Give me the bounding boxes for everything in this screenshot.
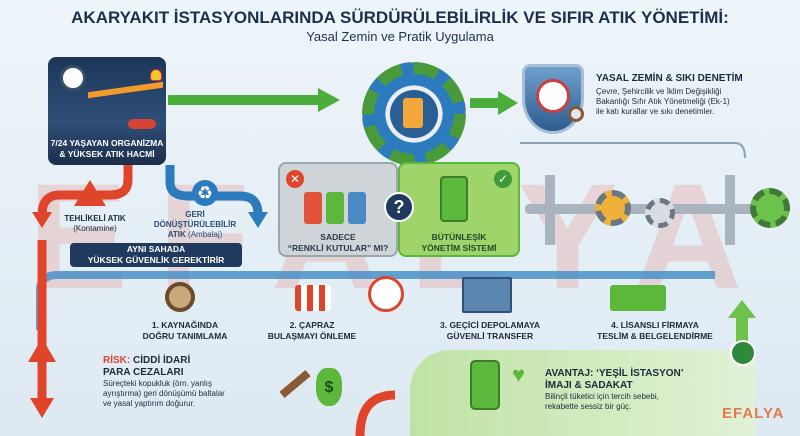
system-caption: YÖNETİM SİSTEMİ [421, 243, 497, 253]
storage-container-icon [462, 277, 512, 313]
recycle-icon: ♻ [192, 180, 218, 206]
gear-icon [645, 198, 675, 228]
risk-title: PARA CEZALARI [103, 367, 184, 378]
step-label: DOĞRU TANIMLAMA [142, 331, 228, 341]
biohazard-icon [74, 180, 106, 206]
clock-icon [60, 65, 86, 91]
shield-icon [522, 64, 584, 134]
magnifier-icon [568, 106, 584, 122]
green-pump-heart-icon [470, 360, 500, 410]
gear-icon [595, 190, 631, 226]
integrated-system-card: ✓ BÜTÜNLEŞİK YÖNETİM SİSTEMİ [398, 162, 520, 257]
red-bin-icon [304, 192, 322, 224]
leaf-gear-icon [750, 188, 790, 228]
hazard-path [37, 165, 133, 216]
advantage-body: Bilinçli tüketici için tercih sebebi, [545, 392, 659, 401]
truck-icon [610, 285, 666, 311]
pipes-gears-illustration [525, 170, 790, 255]
legal-text: YASAL ZEMİN & SIKI DENETİM Çevre, Şehirc… [596, 73, 796, 117]
legal-body: ile katı kurallar ve sıkı denetimler. [596, 107, 715, 116]
legal-body: Bakanlığı Sıfır Atık Yönetmeliği (Ek-1) [596, 97, 730, 106]
step-label: GÜVENLİ TRANSFER [446, 331, 534, 341]
step-label: 2. ÇAPRAZ [289, 320, 335, 330]
step-label: 3. GEÇİCİ DEPOLAMAYA [440, 320, 540, 330]
heart-icon: ♥ [512, 362, 526, 387]
recyclable-note: (Ambalaj) [188, 230, 223, 239]
page-subtitle: Yasal Zemin ve Pratik Uygulama [306, 29, 494, 44]
system-caption: BÜTÜNLEŞİK [431, 232, 487, 242]
advantage-body: rekabette sessiz bir güç. [545, 402, 632, 411]
risk-text: RİSK: CİDDİ İDARİ PARA CEZALARI Süreçtek… [103, 355, 288, 409]
banner-line: AYNI SAHADA [126, 244, 186, 254]
step-label: TESLİM & BELGELENDİRME [597, 331, 713, 341]
arrow-head-green [498, 91, 518, 115]
hazardous-note: (Kontamine) [73, 224, 117, 233]
question-icon: ? [384, 192, 414, 222]
risk-label: RİSK: [103, 355, 131, 366]
step-label: BULAŞMAYI ÖNLEME [267, 331, 357, 341]
recycle-path [165, 165, 263, 215]
recyclable-title: ATIK [167, 230, 186, 239]
bins-caption: “RENKLİ KUTULAR” MI? [287, 243, 389, 253]
x-icon: ✕ [286, 170, 304, 188]
risk-body: Süreçteki kopukluk (örn. yanlış [103, 379, 212, 388]
step-label: 4. LİSANSLI FİRMAYA [611, 320, 699, 330]
banner-line: YÜKSEK GÜVENLİK GEREKTİRİR [87, 255, 225, 265]
warning-icon [28, 338, 56, 362]
advantage-title: AVANTAJ: ‘YEŞİL İSTASYON’ [545, 368, 684, 379]
advantage-title: İMAJI & SADAKAT [545, 380, 633, 391]
legal-connector [520, 142, 746, 159]
canopy [88, 81, 163, 99]
advantage-text: AVANTAJ: ‘YEŞİL İSTASYON’ İMAJI & SADAKA… [545, 368, 755, 412]
growth-chart-icon [730, 340, 756, 366]
money-bag-icon: $ [316, 368, 342, 406]
risk-return-arrow [355, 390, 396, 436]
bins-caption: SADECE [320, 232, 356, 242]
colored-bins-card: ✕ SADECE “RENKLİ KUTULAR” MI? [278, 162, 398, 257]
risk-title: CİDDİ İDARİ [133, 355, 191, 366]
car-icon [128, 119, 156, 129]
legal-title: YASAL ZEMİN & SIKI DENETİM [596, 73, 743, 84]
recyclable-title: GERİ [185, 210, 205, 219]
station-caption-1: 7/24 YAŞAYAN ORGANİZMA [50, 138, 164, 148]
efalya-logo: EFALYA [722, 405, 785, 422]
arrow-head-green [318, 88, 340, 112]
risk-body: ve yasal yaptırım doğurur. [103, 399, 196, 408]
station-card: 7/24 YAŞAYAN ORGANİZMA& YÜKSEK ATIK HACM… [48, 57, 166, 165]
station-caption-2: & YÜKSEK ATIK HACMİ [59, 149, 155, 159]
legal-body: Çevre, Şehircilik ve İklim Değişikliği [596, 87, 722, 96]
no-mixing-icon [368, 276, 404, 312]
hazardous-label: TEHLİKELİ ATIK (Kontamine) [50, 214, 140, 234]
barrier-icon [295, 285, 331, 311]
hazardous-title: TEHLİKELİ ATIK [64, 214, 126, 223]
risk-body: ayrıştırma) geri dönüşümü baltalar [103, 389, 225, 398]
recyclable-label: GERİ DÖNÜŞTÜRÜLEBİLİR ATIK (Ambalaj) [150, 210, 240, 240]
page-title: AKARYAKIT İSTASYONLARINDA SÜRDÜRÜLEBİLİR… [71, 8, 729, 27]
green-bin-icon [326, 192, 344, 224]
green-fuel-pump-icon [440, 176, 468, 222]
step-label: 1. KAYNAĞINDA [151, 320, 219, 330]
fuel-pump-icon [403, 98, 423, 128]
security-banner: AYNI SAHADA YÜKSEK GÜVENLİK GEREKTİRİR [70, 243, 242, 267]
recyclable-title: DÖNÜŞTÜRÜLEBİLİR [153, 220, 237, 229]
check-icon: ✓ [494, 170, 512, 188]
magnifier-inspection-icon [165, 282, 195, 312]
shell-logo-icon [150, 69, 162, 81]
blue-bin-icon [348, 192, 366, 224]
advantage-panel [410, 350, 755, 436]
